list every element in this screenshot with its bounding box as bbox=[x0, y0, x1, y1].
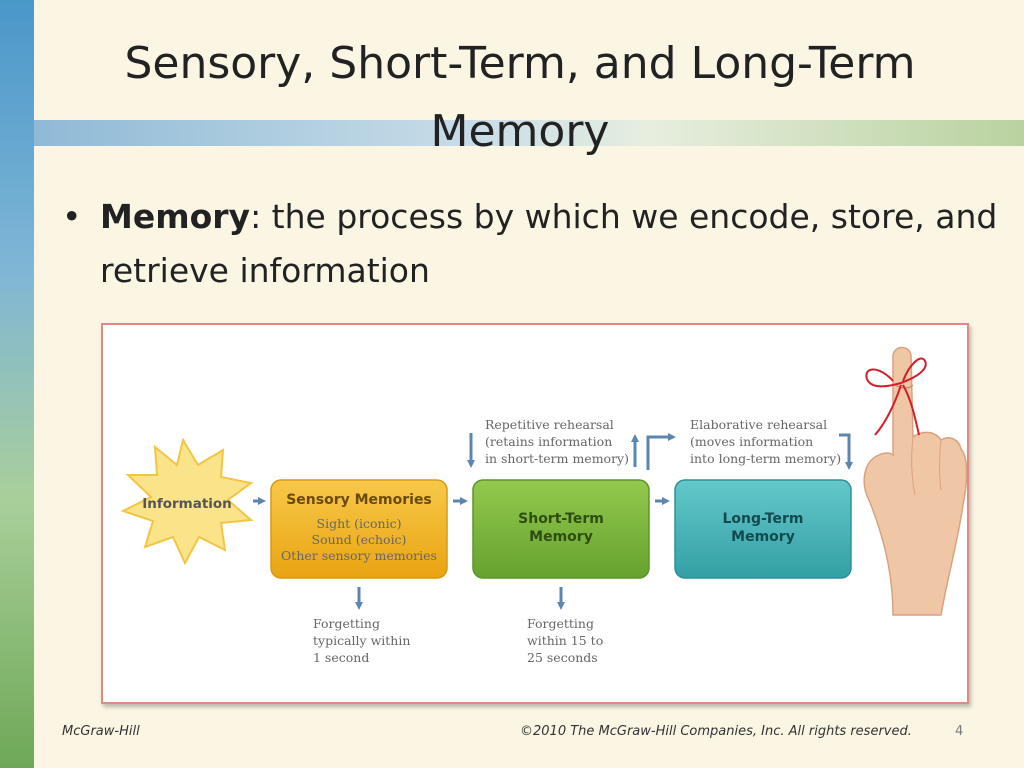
long-term-line-1: Long-Term bbox=[723, 511, 804, 527]
bullet-dot: • bbox=[62, 197, 82, 236]
elaborative-note-line-2: (moves information bbox=[690, 434, 813, 449]
side-accent-bar bbox=[0, 0, 34, 768]
short-term-line-2: Memory bbox=[529, 529, 593, 545]
long-term-line-2: Memory bbox=[731, 529, 795, 545]
footer-copyright: ©2010 The McGraw-Hill Companies, Inc. Al… bbox=[520, 724, 912, 739]
forget-sensory-line-1: Forgetting bbox=[313, 616, 380, 631]
sensory-line-2: Sound (echoic) bbox=[312, 532, 407, 547]
long-term-memory-box bbox=[674, 479, 852, 579]
information-label: Information bbox=[142, 496, 232, 512]
memory-diagram: Information Sensory Memories Sight (icon… bbox=[120, 346, 967, 665]
rehearsal-transfer-arrow bbox=[646, 433, 676, 470]
title-line-1: Sensory, Short-Term, and Long-Term bbox=[124, 38, 916, 89]
sensory-title: Sensory Memories bbox=[286, 492, 432, 508]
definition-bullet: • Memory: the process by which we encode,… bbox=[58, 190, 1000, 298]
footer-publisher: McGraw-Hill bbox=[62, 724, 140, 739]
title-line-2: Memory bbox=[430, 106, 610, 157]
finger-string-illustration bbox=[863, 346, 967, 616]
short-term-line-1: Short-Term bbox=[518, 511, 604, 527]
forget-short-line-1: Forgetting bbox=[527, 616, 594, 631]
repetitive-note-line-1: Repetitive rehearsal bbox=[485, 417, 614, 432]
information-starburst bbox=[120, 437, 254, 566]
bullet-term: Memory bbox=[100, 197, 251, 236]
sensory-memory-box bbox=[270, 479, 448, 579]
elaborative-note-line-3: into long-term memory) bbox=[690, 451, 841, 466]
short-term-memory-box bbox=[472, 479, 650, 579]
memory-model-figure: Information Sensory Memories Sight (icon… bbox=[101, 323, 969, 704]
bullet-definition: : the process by which we encode, store,… bbox=[100, 197, 998, 290]
sensory-line-1: Sight (iconic) bbox=[317, 516, 402, 531]
repetitive-note-line-2: (retains information bbox=[485, 434, 612, 449]
forget-sensory-line-2: typically within bbox=[313, 633, 410, 648]
forget-sensory-line-3: 1 second bbox=[313, 650, 369, 665]
elaborative-note-line-1: Elaborative rehearsal bbox=[690, 417, 827, 432]
forget-short-line-3: 25 seconds bbox=[527, 650, 598, 665]
slide-title: Sensory, Short-Term, and Long-Term Memor… bbox=[60, 30, 980, 166]
forget-short-line-2: within 15 to bbox=[527, 633, 603, 648]
elaborative-down-arrow bbox=[839, 433, 853, 470]
repetitive-note-line-3: in short-term memory) bbox=[485, 451, 629, 466]
sensory-line-3: Other sensory memories bbox=[281, 548, 437, 563]
slide-number: 4 bbox=[955, 724, 964, 739]
title-accent-band bbox=[34, 120, 1024, 146]
